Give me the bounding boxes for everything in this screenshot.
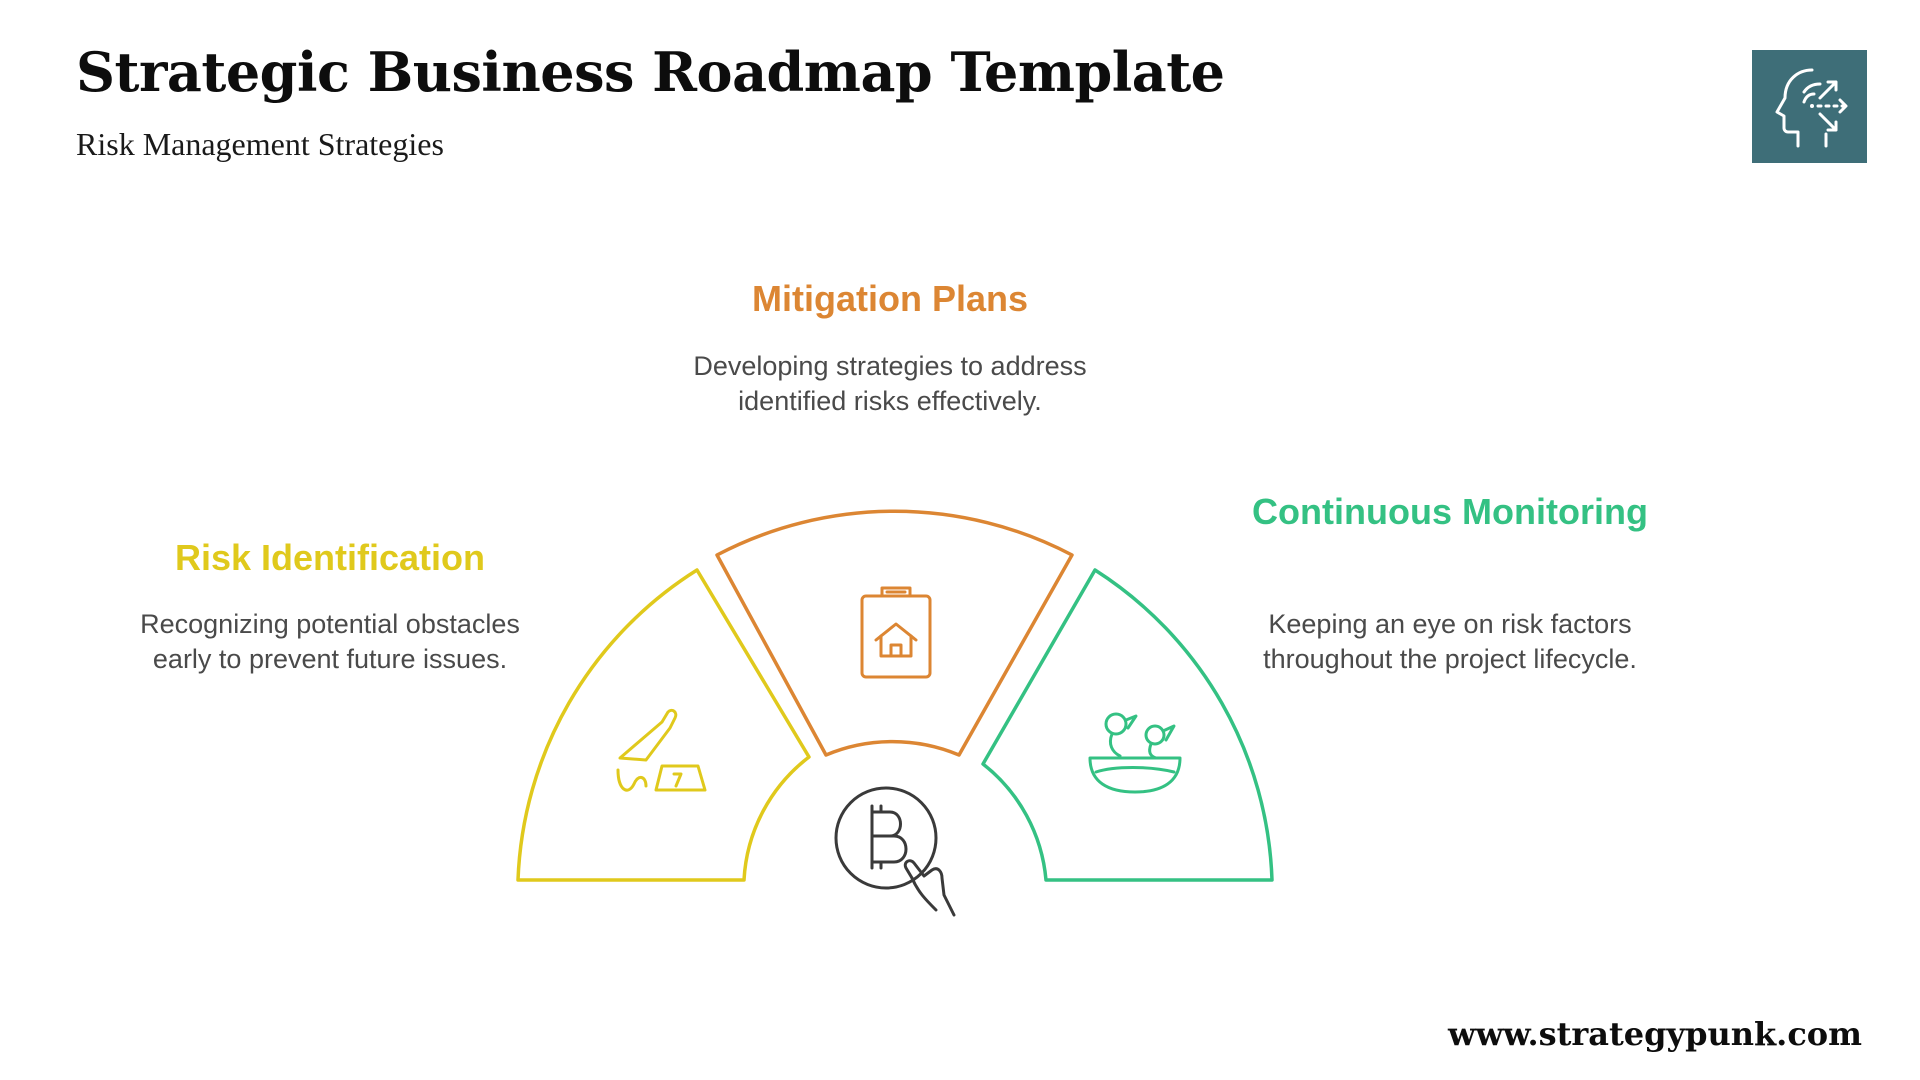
segment-risk-identification[interactable] xyxy=(516,568,811,882)
description-mitigation-plans: Developing strategies to address identif… xyxy=(693,351,1087,416)
segment-continuous-monitoring[interactable] xyxy=(981,568,1274,882)
birds-nest-icon xyxy=(1088,712,1182,794)
description-continuous-monitoring: Keeping an eye on risk factors throughou… xyxy=(1263,609,1637,674)
heading-continuous-monitoring: Continuous Monitoring xyxy=(1252,491,1648,532)
heading-risk-identification: Risk Identification xyxy=(174,537,486,578)
head-arrows-icon xyxy=(1775,68,1848,148)
knife-calendar-icon xyxy=(616,708,707,792)
page-subtitle: Risk Management Strategies xyxy=(76,126,444,162)
bitcoin-hand-icon xyxy=(834,786,956,917)
page-title: Strategic Business Roadmap Template xyxy=(76,40,1225,104)
segment-mitigation-plans[interactable] xyxy=(715,509,1074,757)
footer-url[interactable]: www.strategypunk.com xyxy=(1448,1015,1862,1053)
clipboard-house-icon xyxy=(860,586,932,679)
logo xyxy=(1752,50,1867,163)
heading-mitigation-plans: Mitigation Plans xyxy=(751,278,1028,319)
description-risk-identification: Recognizing potential obstacles early to… xyxy=(140,609,520,674)
